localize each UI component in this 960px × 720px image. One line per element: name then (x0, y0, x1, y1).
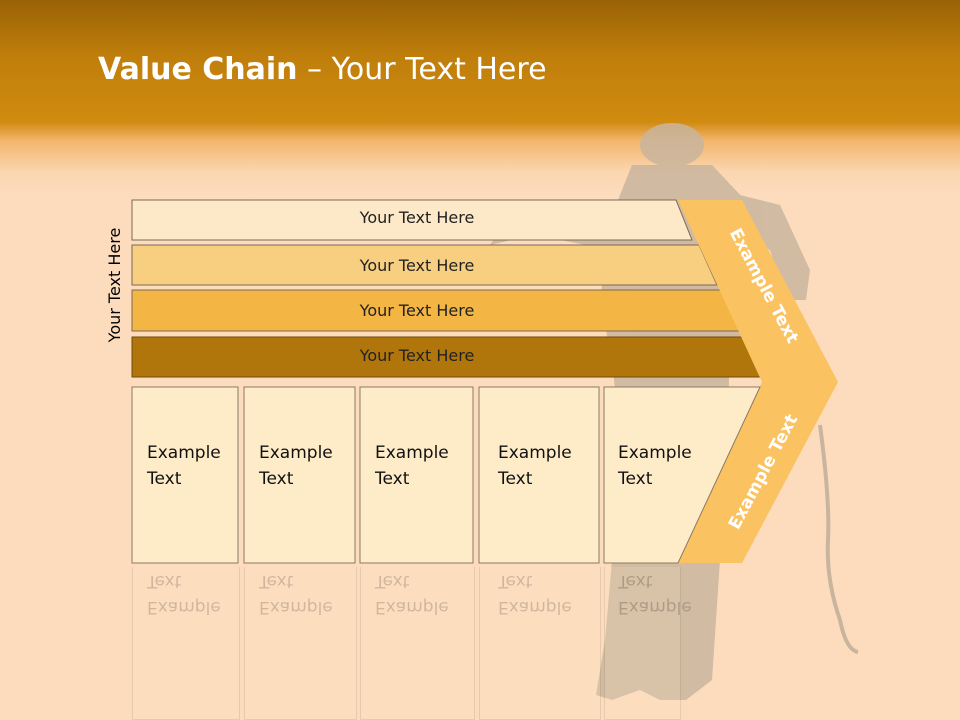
band-2-shape (131, 244, 718, 286)
chevron-shape (678, 200, 838, 563)
band-2-label[interactable]: Your Text Here (359, 256, 475, 275)
box-3-line2: Text (375, 469, 410, 489)
title-bold: Value Chain (98, 52, 298, 87)
box-1-line1: Example (147, 443, 221, 463)
box-3-shape (359, 386, 474, 564)
rope-line (818, 424, 859, 654)
side-label[interactable]: Your Text Here (105, 227, 124, 343)
box-5-line2: Text (618, 469, 653, 489)
box-1-line2: Text (147, 469, 182, 489)
box-4-shape (478, 386, 600, 564)
box-5-line1: Example (618, 443, 692, 463)
box-4-line2: Text (498, 469, 533, 489)
box-4-line1: Example (498, 443, 572, 463)
box-2-line2: Text (259, 469, 294, 489)
band-3-label[interactable]: Your Text Here (359, 301, 475, 320)
box-2-line1: Example (259, 443, 333, 463)
band-1-label[interactable]: Your Text Here (359, 208, 475, 227)
header-bar (0, 0, 960, 195)
title-rest: – Your Text Here (297, 52, 547, 87)
box-5-shape (603, 386, 761, 564)
slide-title[interactable]: Value Chain – Your Text Here (98, 52, 547, 87)
box-2-shape (243, 386, 356, 564)
band-4-label[interactable]: Your Text Here (359, 346, 475, 365)
box-3-line1: Example (375, 443, 449, 463)
box-1-shape (131, 386, 239, 564)
band-1-shape (131, 199, 693, 241)
